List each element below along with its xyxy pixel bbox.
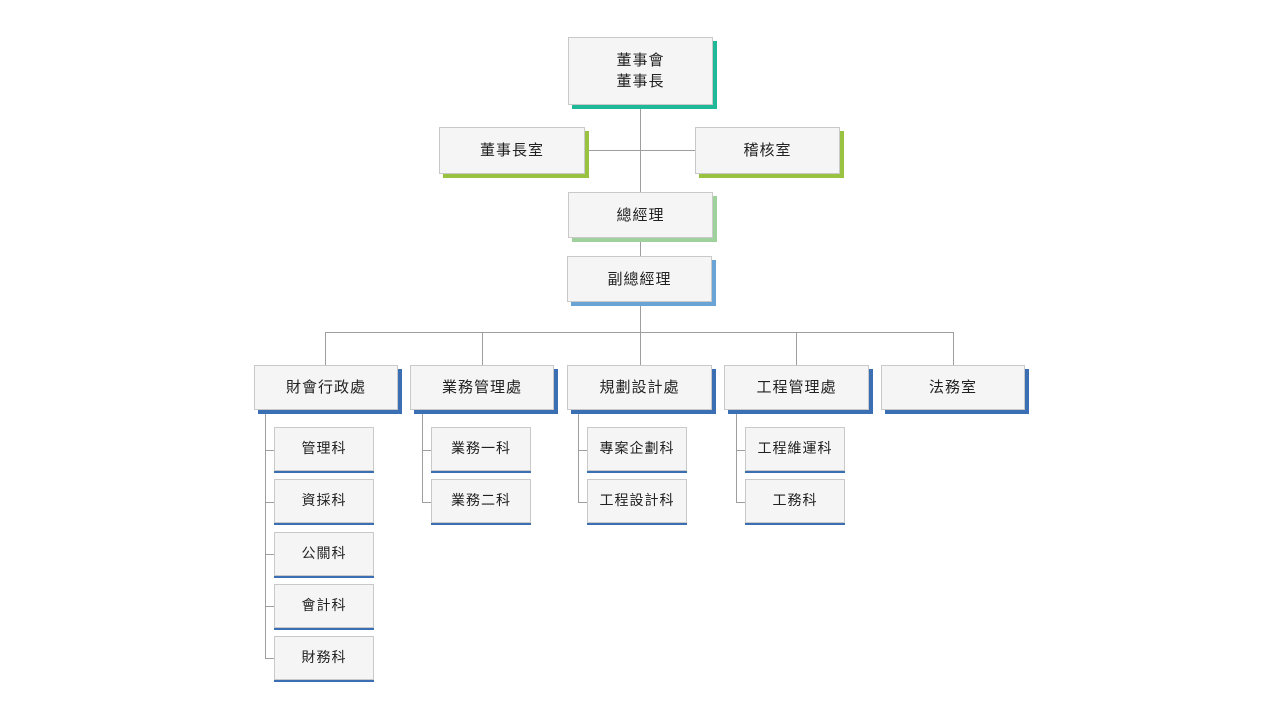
connector-tick — [265, 450, 275, 451]
board-node: 董事會 董事長 — [568, 37, 713, 105]
deputy-general-manager-label: 副總經理 — [607, 269, 672, 288]
section-label: 業務一科 — [451, 440, 511, 457]
division-node: 工程管理處 — [724, 365, 869, 410]
section-label: 財務科 — [301, 649, 347, 666]
section-node: 業務一科 — [431, 427, 531, 471]
section-node: 財務科 — [274, 636, 374, 680]
connector-drop-div-5 — [953, 332, 954, 366]
chairman-title: 董事長 — [616, 72, 665, 90]
connector-tick — [578, 502, 588, 503]
section-node: 公關科 — [274, 532, 374, 576]
audit-office-node: 稽核室 — [695, 127, 840, 174]
connector-spine-div-3 — [578, 410, 579, 503]
chairman-office-node: 董事長室 — [439, 127, 585, 174]
connector-tick — [736, 502, 746, 503]
division-label: 業務管理處 — [441, 378, 522, 396]
section-label: 工程設計科 — [599, 492, 675, 509]
chairman-office-label: 董事長室 — [479, 141, 544, 159]
section-node: 管理科 — [274, 427, 374, 471]
section-label: 業務二科 — [451, 492, 511, 509]
division-label: 法務室 — [928, 378, 977, 396]
division-label: 工程管理處 — [756, 378, 837, 396]
section-label: 公關科 — [301, 545, 347, 562]
general-manager-node: 總經理 — [568, 192, 713, 238]
connector-drop-div-3 — [640, 332, 641, 366]
section-node: 工務科 — [745, 479, 845, 523]
connector-drop-div-4 — [796, 332, 797, 366]
section-node: 會計科 — [274, 584, 374, 628]
section-label: 資採科 — [301, 492, 347, 509]
section-label: 工程維運科 — [757, 440, 833, 457]
audit-office-label: 稽核室 — [743, 141, 792, 159]
deputy-general-manager-node: 副總經理 — [567, 256, 712, 302]
general-manager-label: 總經理 — [616, 205, 665, 224]
connector-deputy-down — [640, 303, 641, 332]
connector-spine-div-1 — [265, 410, 266, 659]
connector-tick — [578, 450, 588, 451]
division-node: 規劃設計處 — [567, 365, 712, 410]
connector-tick — [265, 658, 275, 659]
connector-division-bus — [325, 332, 954, 333]
section-node: 業務二科 — [431, 479, 531, 523]
connector-spine-div-4 — [736, 410, 737, 503]
connector-tick — [265, 554, 275, 555]
board-title: 董事會 — [616, 51, 665, 69]
division-node: 業務管理處 — [410, 365, 554, 410]
division-node: 法務室 — [881, 365, 1025, 410]
connector-tick — [265, 606, 275, 607]
connector-tick — [422, 450, 432, 451]
connector-tick — [736, 450, 746, 451]
division-node: 財會行政處 — [254, 365, 398, 410]
section-label: 管理科 — [301, 440, 347, 457]
connector-drop-div-2 — [482, 332, 483, 366]
section-label: 專案企劃科 — [599, 440, 675, 457]
section-node: 資採科 — [274, 479, 374, 523]
connector-gm-to-deputy — [640, 238, 641, 258]
section-label: 會計科 — [301, 597, 347, 614]
connector-tick — [265, 502, 275, 503]
connector-tick — [422, 502, 432, 503]
division-label: 規劃設計處 — [599, 378, 680, 396]
connector-staff-horizontal — [586, 150, 696, 151]
section-node: 專案企劃科 — [587, 427, 687, 471]
section-node: 工程維運科 — [745, 427, 845, 471]
section-node: 工程設計科 — [587, 479, 687, 523]
connector-drop-div-1 — [325, 332, 326, 366]
section-label: 工務科 — [772, 492, 818, 509]
connector-spine-div-2 — [422, 410, 423, 503]
division-label: 財會行政處 — [285, 378, 366, 396]
